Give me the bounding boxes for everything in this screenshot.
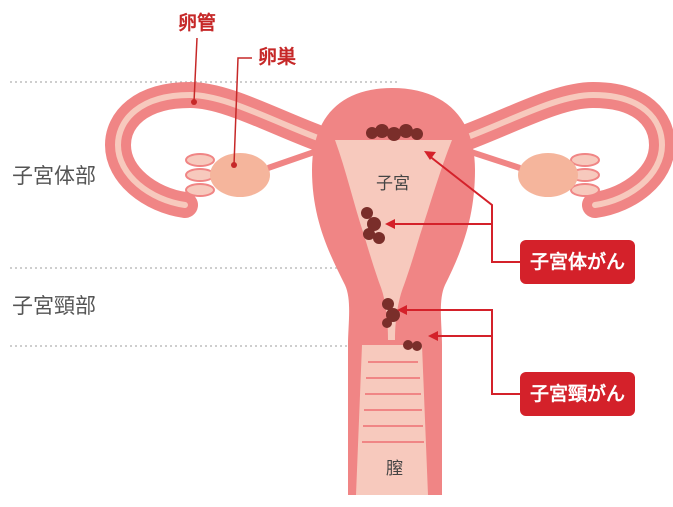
callout-endometrial-cancer: 子宮体がん — [520, 240, 635, 284]
label-fallopian-tube: 卵管 — [178, 14, 216, 33]
label-uterus: 子宮 — [376, 176, 410, 193]
label-ovary: 卵巣 — [258, 48, 296, 67]
label-vagina: 膣 — [386, 461, 403, 478]
fimbriae-left — [186, 154, 214, 196]
label-uterine-body: 子宮体部 — [12, 166, 96, 187]
label-cervix: 子宮頸部 — [12, 296, 96, 317]
ovary-left — [210, 153, 270, 197]
ovary-right — [518, 153, 578, 197]
leader-dot-ovary — [231, 162, 237, 168]
leader-dot-fallopian-tube — [191, 99, 197, 105]
callout-cervical-cancer: 子宮頸がん — [520, 372, 635, 416]
